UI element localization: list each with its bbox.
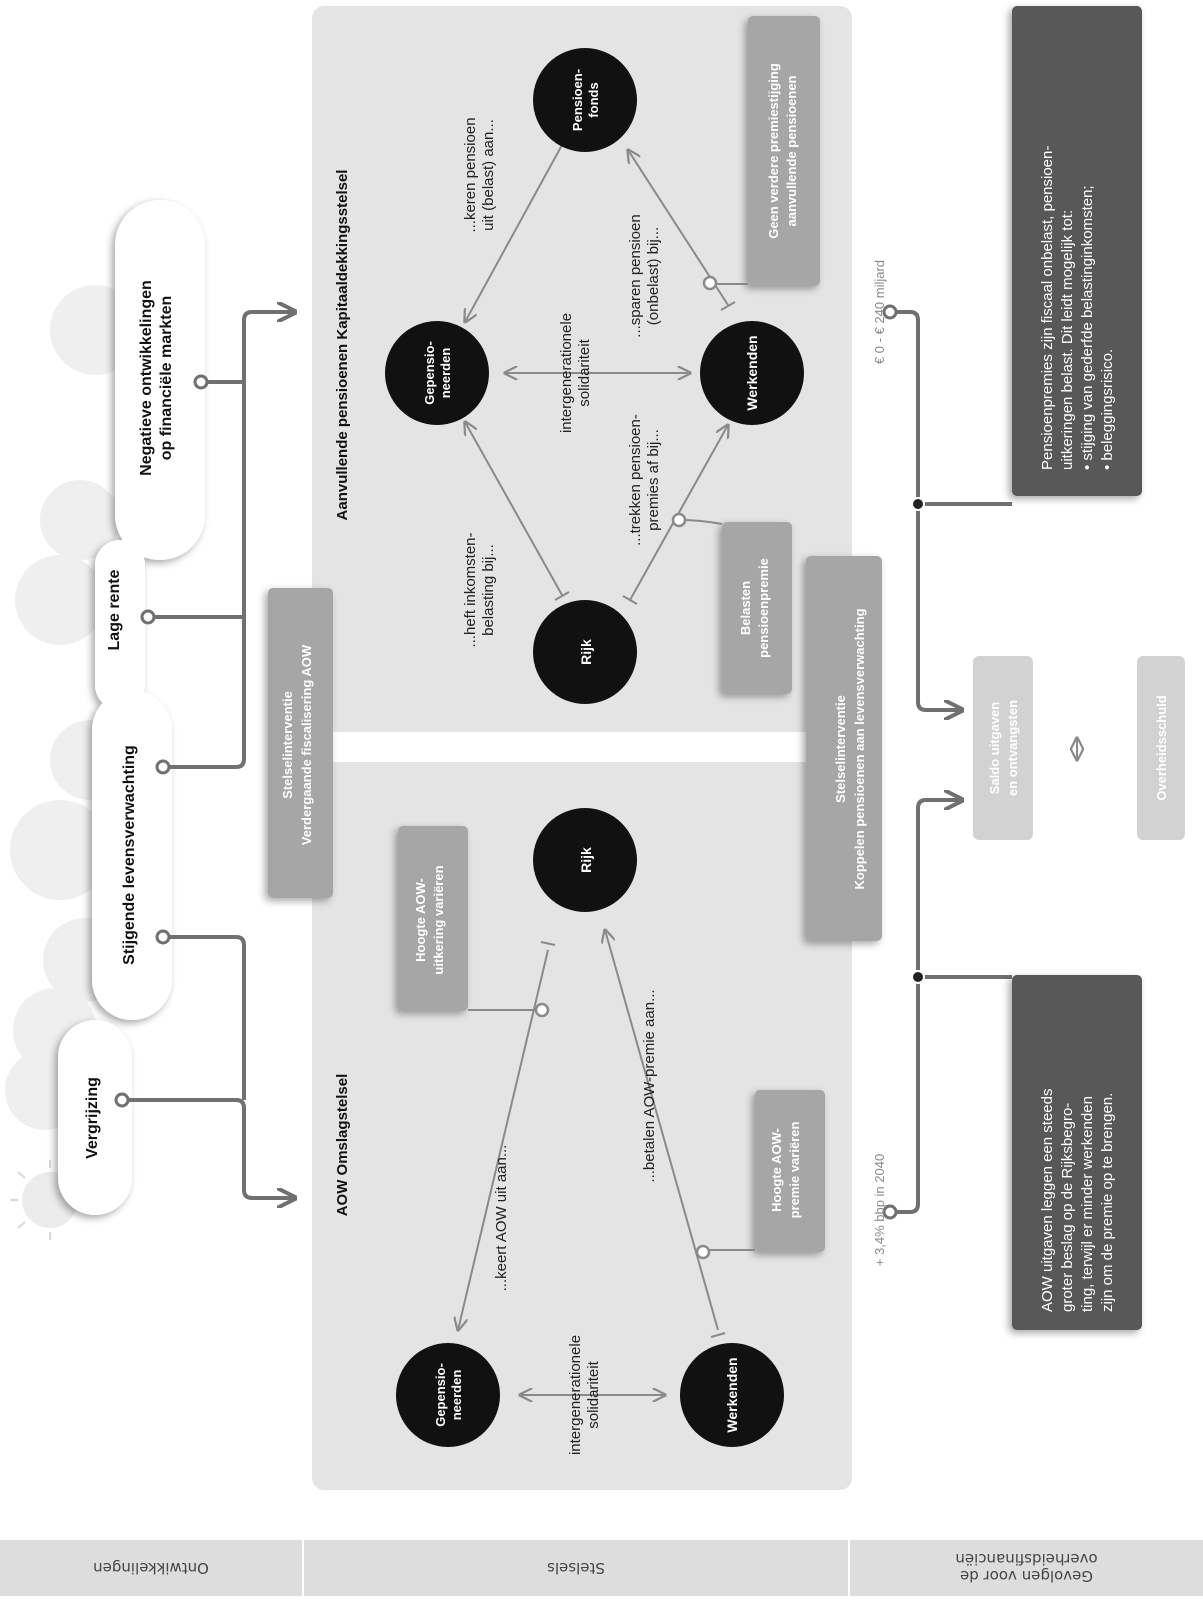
column-header-ontwikkelingen: Ontwikkelingen [0,1540,302,1596]
kap-trekken-line2: premies af bij... [645,429,662,531]
kap-solidariteit-line1: intergenerationele [558,313,575,433]
column-header-ontwikkelingen-label: Ontwikkelingen [93,1559,209,1577]
aow-note-line1: AOW uitgaven leggen een steeds [1039,1089,1056,1312]
panel-divider [333,732,823,762]
column-header-gevolgen: Gevolgen voor de overheidsfinanciën [850,1540,1203,1596]
tag-uitkering-box [398,826,468,1011]
kap-keren-line1: ...keren pensioen [462,117,479,232]
intervention-koppelen-line2: Koppelen pensioenen aan levensverwachtin… [852,608,867,889]
tag-premiestijging-line2: aanvullende pensioenen [784,75,799,226]
column-header-gevolgen-label: Gevolgen voor de overheidsfinanciën [850,1550,1203,1585]
kap-gepens-line2: neerden [438,348,453,399]
aow-keert-label: ...keert AOW uit aan... [493,1145,510,1292]
kap-heft-line1: ...heft inkomsten- [462,532,479,647]
kap-gepensioneerden-node [385,321,489,425]
gevolgen-kapitaal-amount: € 0 - € 240 miljard [872,260,887,364]
kap-trekken-line1: ...trekken pensioen- [627,414,644,546]
saldo-line1: Saldo uitgaven [987,702,1002,795]
aow-note: AOW uitgaven leggen een steeds groter be… [1039,1089,1116,1312]
pensioen-note-box [1012,6,1142,496]
kap-solidariteit-line2: solidariteit [576,338,593,406]
tag-belasten-line1: Belasten [738,581,753,635]
tag-premie-box [755,1090,825,1252]
kap-sparen-line2: (onbelast) bij... [645,227,662,325]
aow-note-box [1012,975,1142,1330]
tag-premiestijging-box [748,16,820,286]
aow-note-line2: groter beslag op de Rijksbegro- [1059,1103,1076,1312]
pensioen-note-line2: uitkeringen belast. Dit leidt mogelijk t… [1059,210,1076,470]
pensioen-note-line4: • beleggingsrisico. [1099,349,1116,470]
kap-keren-line2: uit (belast) aan... [480,119,497,231]
tag-uitkering-line1: Hoogte AOW- [413,878,428,962]
aow-gepens-line1: Gepensio- [433,1363,448,1427]
aow-betalen-label: ...betalen AOW-premie aan... [641,989,658,1182]
tag-premie-line2: premie variëren [787,1122,802,1219]
saldo-box [973,656,1033,840]
kapitaal-title: Aanvullende pensioenen Kapitaaldekkingss… [334,170,351,521]
gevolgen-dots [882,304,925,1220]
kap-rijk-label: Rijk [578,639,594,665]
kap-werkenden-label: Werkenden [744,335,760,410]
tag-premie-line1: Hoogte AOW- [769,1128,784,1212]
intervention-fiscal-line1: Stelselinterventie [280,691,295,799]
pensioen-note-line1: Pensioenpremies zijn fiscaal onbelast, p… [1039,146,1056,470]
pensioen-note-line3: • stijging van gederfde belastinginkomst… [1079,185,1096,470]
aow-rijk-node [533,808,637,912]
dev-markten-line1: Negatieve ontwikkelingen [138,280,155,476]
aow-note-line3: ting, terwijl er minder werkenden [1079,1096,1096,1312]
gevolgen-aow-amount: + 3,4% bbp in 2040 [872,1154,887,1266]
overheidsschuld-label: Overheidsschuld [1154,695,1169,801]
column-header-stelsels: Stelsels [304,1540,848,1596]
intervention-fiscal-box [268,588,333,898]
dev-markten-line2: op financiële markten [158,296,175,461]
saldo-line2: en ontvangsten [1005,700,1020,796]
dev-vergrijzing: Vergrijzing [84,1077,101,1159]
aow-title: AOW Omslagstelsel [334,1074,351,1217]
aow-werkenden-label: Werkenden [724,1357,740,1432]
tag-belasten-box [722,522,792,694]
kap-heft-line2: belasting bij... [480,544,497,636]
intervention-koppelen-line1: Stelselinterventie [833,695,848,803]
aow-solidariteit-line1: intergenerationele [567,1335,584,1455]
cloud-shapes [58,200,205,1215]
column-header-stelsels-label: Stelsels [547,1559,605,1577]
development-connectors [125,312,295,1198]
kap-werkenden-node [700,321,804,425]
aow-rijk-label: Rijk [578,847,594,873]
kap-rijk-node [533,600,637,704]
kap-pensioenfonds-node [533,48,637,152]
column-header-gevolgen-line1: Gevolgen voor de [960,1567,1094,1585]
aow-werkenden-node [680,1343,784,1447]
dev-lage-rente: Lage rente [106,569,123,650]
kap-gepens-line1: Gepensio- [422,341,437,405]
tag-dots [534,275,718,1260]
intervention-koppelen-box [806,556,882,941]
flow-arrows [458,144,728,1395]
tag-belasten-line2: pensioenpremie [756,558,771,658]
aow-note-line4: zijn om de premie op te brengen. [1099,1093,1116,1312]
tag-uitkering-line2: uitkering variëren [431,865,446,974]
intervention-fiscal-line2: Verdergaande fiscalisering AOW [299,644,314,845]
overheidsschuld-box [1137,656,1185,840]
aow-solidariteit-line2: solidariteit [585,1360,602,1428]
kap-fonds-line2: fonds [586,82,601,117]
dev-levensverwachting: Stijgende levensverwachting [121,745,138,965]
kap-fonds-line1: Pensioen- [570,69,585,131]
pensioen-note: Pensioenpremies zijn fiscaal onbelast, p… [1039,146,1116,470]
tag-premiestijging-line1: Geen verdere premiestijging [766,63,781,239]
aow-gepensioneerden-node [396,1343,500,1447]
kap-sparen-line1: ...sparen pensioen [627,214,644,337]
column-header-gevolgen-line2: overheidsfinanciën [955,1550,1098,1568]
development-dots [114,374,209,1108]
aow-gepens-line2: neerden [449,1370,464,1421]
